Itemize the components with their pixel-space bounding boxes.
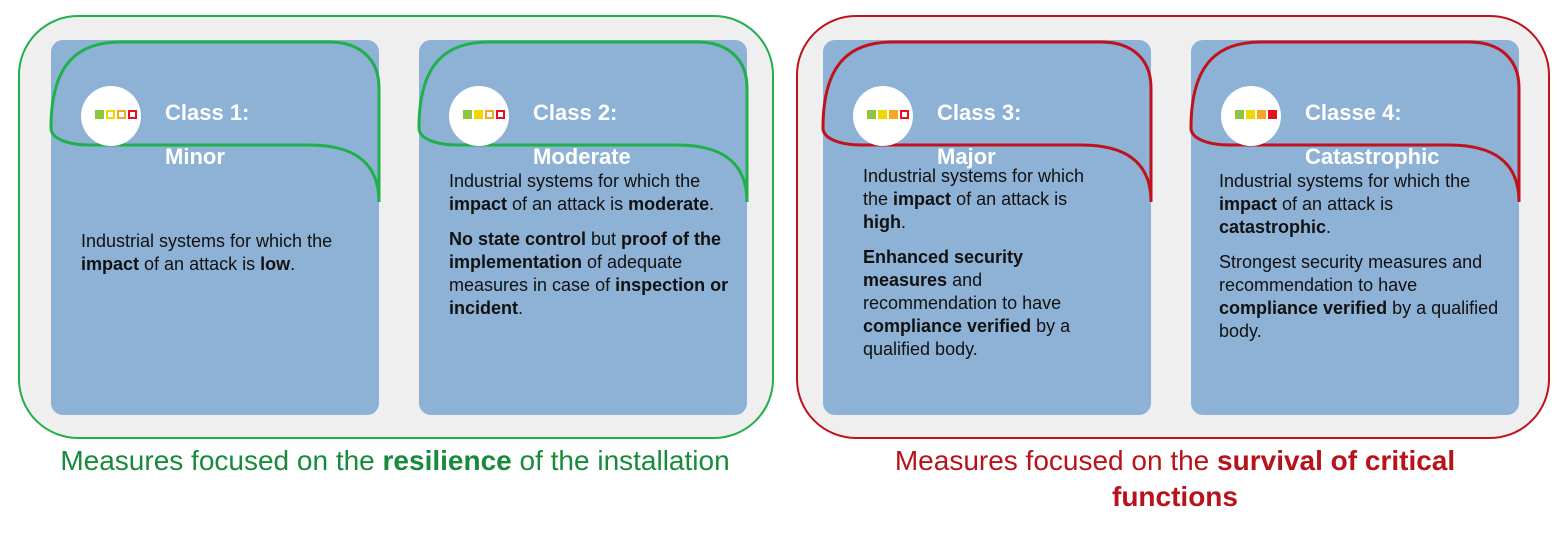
- class-2-card: Class 2: Moderate Industrial systems for…: [417, 40, 749, 415]
- class-subtitle: Major: [937, 144, 996, 169]
- card-tab-outline: [49, 40, 381, 203]
- severity-scale-icon: [463, 110, 507, 122]
- class-title: Class 1:: [165, 100, 250, 125]
- resilience-caption: Measures focused on the resilience of th…: [60, 445, 730, 476]
- class-title: Class 2:: [533, 100, 618, 125]
- class-subtitle: Moderate: [533, 144, 631, 169]
- class-1-card: Class 1: Minor Industrial systems for wh…: [49, 40, 381, 415]
- severity-circle: [449, 86, 509, 146]
- class-4-card: Classe 4: Catastrophic Industrial system…: [1189, 40, 1521, 415]
- class-description: Industrial systems for which the impact …: [863, 166, 1085, 359]
- class-subtitle: Minor: [165, 144, 225, 169]
- severity-scale-icon: [867, 110, 911, 122]
- severity-scale-icon: [95, 110, 139, 122]
- class-3-card: Class 3: Major Industrial systems for wh…: [821, 40, 1153, 415]
- severity-circle: [853, 86, 913, 146]
- survival-caption: Measures focused on the survival of crit…: [894, 445, 1456, 512]
- class-title: Classe 4:: [1305, 100, 1402, 125]
- card-tab-outline: [417, 40, 749, 203]
- card-tab-outline: [1189, 40, 1521, 203]
- severity-scale-icon: [1235, 110, 1279, 122]
- card-tab-outline: [821, 40, 1153, 203]
- class-subtitle: Catastrophic: [1305, 144, 1440, 169]
- class-description: Industrial systems for which the impact …: [1219, 171, 1499, 341]
- class-description: Industrial systems for which the impact …: [81, 231, 333, 274]
- class-description: Industrial systems for which the impact …: [449, 171, 729, 318]
- severity-circle: [81, 86, 141, 146]
- class-title: Class 3:: [937, 100, 1022, 125]
- severity-circle: [1221, 86, 1281, 146]
